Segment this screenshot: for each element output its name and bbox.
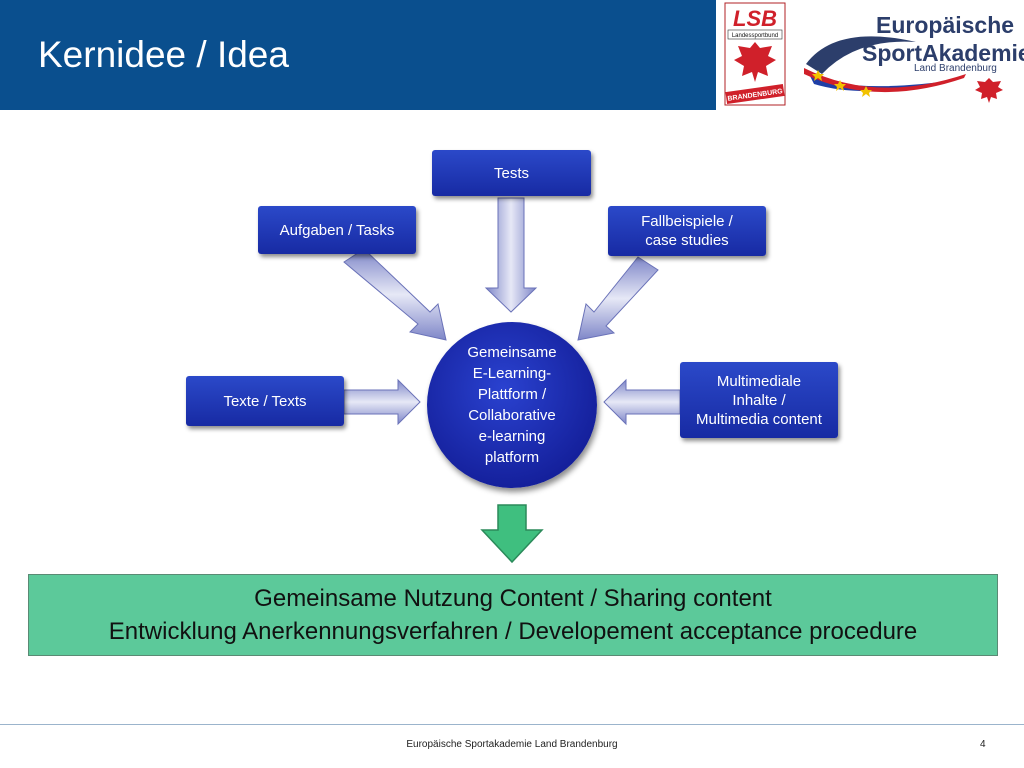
arrow-multimedia bbox=[603, 378, 681, 426]
arrow-outcome bbox=[480, 504, 544, 564]
outcome-line-2: Entwicklung Anerkennungsverfahren / Deve… bbox=[108, 618, 918, 645]
outcome-line-1: Gemeinsame Nutzung Content / Sharing con… bbox=[254, 585, 772, 612]
lsb-logo: LSB Landessportbund BRANDENBURG bbox=[724, 2, 786, 106]
footer-text: Europäische Sportakademie Land Brandenbu… bbox=[406, 739, 618, 750]
arrow-tasks bbox=[343, 248, 447, 341]
node-hub-platform: Gemeinsame E-Learning- Plattform / Colla… bbox=[427, 322, 597, 488]
node-multimedia: Multimediale Inhalte / Multimedia conten… bbox=[680, 362, 838, 438]
page-number: 4 bbox=[980, 739, 986, 750]
outcome-box: Gemeinsame Nutzung Content / Sharing con… bbox=[28, 574, 998, 656]
esa-logo-line3: Land Brandenburg bbox=[914, 63, 997, 74]
esa-logo-line2: SportAkademie bbox=[862, 40, 1024, 66]
node-texts: Texte / Texts bbox=[186, 376, 344, 426]
arrow-texts bbox=[343, 378, 421, 426]
esa-logo-line1: Europäische bbox=[876, 12, 1015, 38]
lsb-logo-band: Landessportbund bbox=[732, 33, 778, 39]
esa-logo-swoosh bbox=[804, 36, 1003, 103]
node-tests: Tests bbox=[432, 150, 591, 196]
node-tasks: Aufgaben / Tasks bbox=[258, 206, 416, 254]
arrow-case-studies bbox=[577, 256, 659, 341]
slide-title: Kernidee / Idea bbox=[38, 34, 289, 75]
footer-divider bbox=[0, 724, 1024, 725]
lsb-logo-text: LSB bbox=[733, 6, 777, 31]
node-case-studies: Fallbeispiele / case studies bbox=[608, 206, 766, 256]
arrow-tests bbox=[484, 197, 538, 313]
